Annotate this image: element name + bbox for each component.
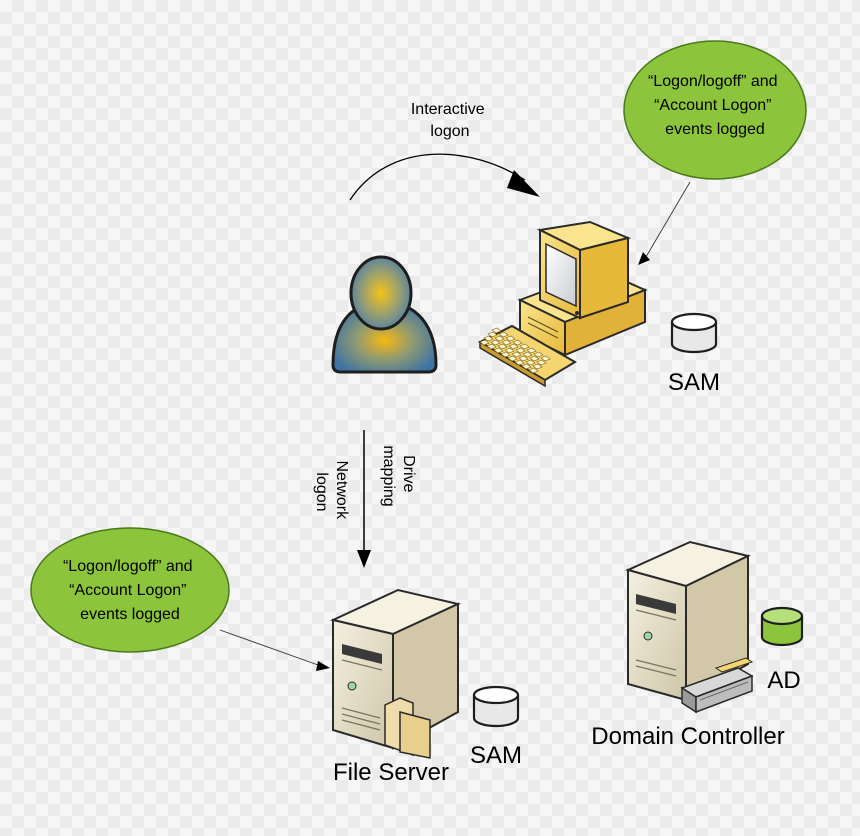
keyboard-key [525, 359, 536, 366]
drive-mapping-label: Drive mapping [380, 445, 417, 506]
keyboard-key [511, 351, 522, 358]
keyboard-key [491, 327, 502, 334]
keyboard-key [529, 355, 540, 362]
keyboard-key [521, 363, 532, 370]
keyboard-key [500, 351, 511, 358]
keyboard-key [515, 347, 526, 354]
drive-icon [680, 657, 754, 714]
keyboard-key [505, 335, 516, 342]
callout-file-server: “Logon/logoff” and “Account Logon” event… [30, 527, 330, 671]
domain-controller-label: Domain Controller [591, 723, 784, 750]
file-server-icon [329, 588, 462, 759]
interactive-logon-label: Interactive logon [411, 101, 489, 140]
workstation-icon [517, 220, 648, 357]
keyboard-key [487, 331, 498, 338]
keyboard-key [479, 339, 490, 346]
keyboard-key [512, 339, 523, 346]
keyboard-key [498, 331, 509, 338]
file-server-label: File Server [333, 759, 449, 786]
keyboard-key [494, 335, 505, 342]
callout-workstation: “Logon/logoff” and “Account Logon” event… [623, 40, 807, 265]
sam-workstation-label: SAM [668, 369, 720, 396]
database-icon [670, 312, 718, 354]
keyboard-key [490, 339, 501, 346]
keyboard-icon [477, 324, 577, 388]
keyboard-key [504, 347, 515, 354]
svg-text:“Logon/logoff” and “Acco: “Logon/logoff” and “Account Logon” event… [648, 73, 782, 138]
keyboard-key [522, 351, 533, 358]
keyboard-key [514, 359, 525, 366]
keyboard-key [533, 351, 544, 358]
database-icon [472, 685, 520, 728]
keyboard-key [501, 339, 512, 346]
interactive-logon-arrow [349, 153, 540, 201]
domain-controller-icon [625, 540, 754, 714]
network-logon-arrow [357, 430, 371, 568]
database-icon [760, 606, 804, 647]
keyboard-key [486, 343, 497, 350]
keyboard-key [518, 355, 529, 362]
user-icon [331, 255, 438, 374]
ad-label: AD [767, 667, 800, 694]
keyboard-key [528, 367, 539, 374]
keyboard-key [536, 359, 547, 366]
keyboard-key [507, 355, 518, 362]
keyboard-key [526, 347, 537, 354]
keyboard-key [508, 343, 519, 350]
svg-text:“Logon/logoff” and “Acco: “Logon/logoff” and “Account Logon” event… [63, 558, 197, 623]
keyboard-key [532, 363, 543, 370]
sam-file-server-label: SAM [470, 742, 522, 769]
keyboard-key [493, 347, 504, 354]
keyboard-key [519, 343, 530, 350]
network-logon-label: Network logon [313, 460, 350, 523]
keyboard-key [497, 343, 508, 350]
keyboard-key [540, 355, 551, 362]
keyboard-key [483, 335, 494, 342]
folder-icon [384, 697, 431, 759]
